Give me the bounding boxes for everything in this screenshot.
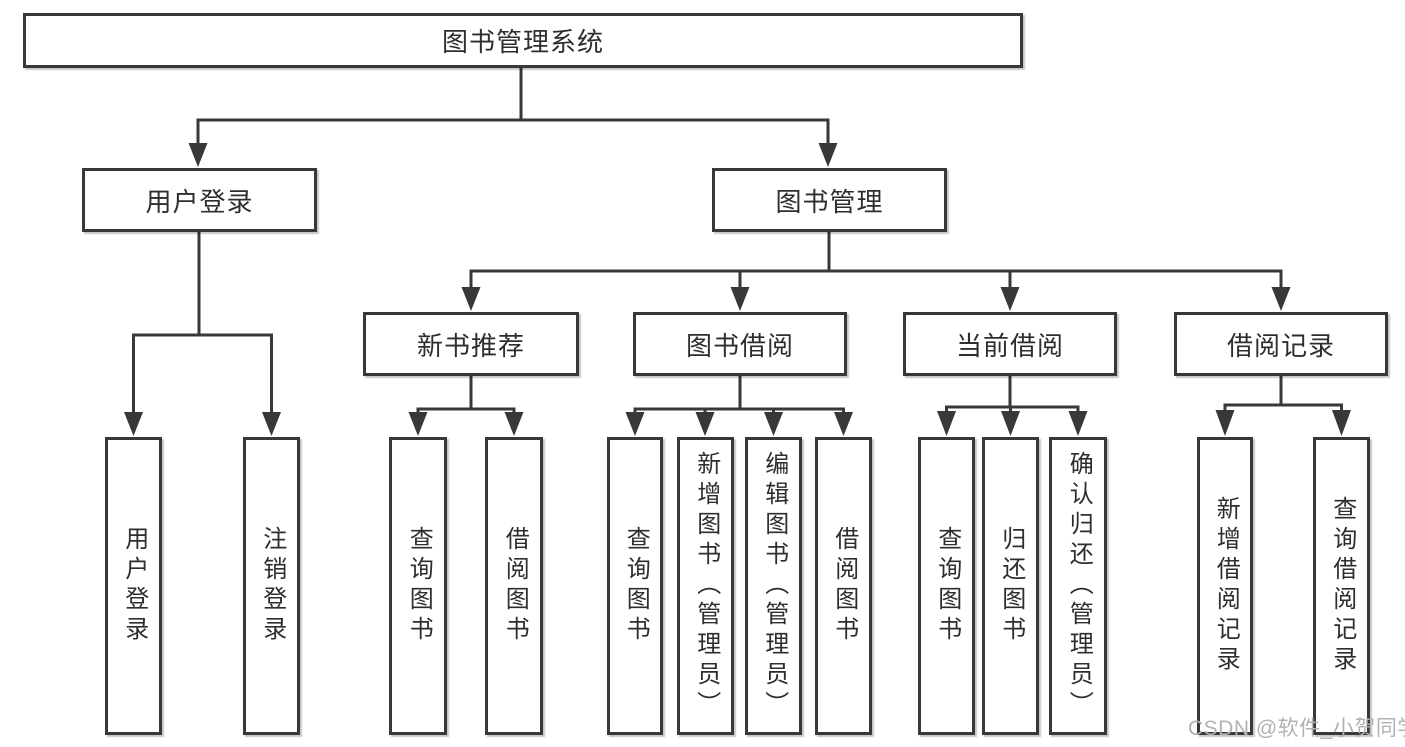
connector-current-borrowing-to-leaves [937, 374, 1088, 436]
connector-root-to-level1 [188, 66, 838, 167]
leaf-edit-books-admin: 编辑图书（管理员） [745, 437, 802, 735]
node-book-management: 图书管理 [712, 168, 947, 232]
leaf-user-login-label: 用户登录 [120, 526, 148, 646]
connector-new-book-to-leaves [408, 373, 524, 436]
leaf-add-books-admin-label: 新增图书（管理员） [692, 451, 720, 721]
leaf-query-books-borrowing-label: 查询图书 [622, 526, 650, 646]
csdn-watermark: CSDN @软件_小贺同学 [1188, 717, 1405, 740]
leaf-confirm-return-admin: 确认归还（管理员） [1049, 437, 1107, 735]
connector-user-login-to-leaves [124, 230, 281, 436]
leaf-confirm-return-admin-label: 确认归还（管理员） [1065, 451, 1093, 721]
leaf-add-borrow-record: 新增借阅记录 [1197, 437, 1253, 735]
leaf-borrow-books-recommend: 借阅图书 [485, 437, 543, 735]
leaf-user-login: 用户登录 [105, 437, 162, 735]
leaf-borrow-books-borrowing-label: 借阅图书 [830, 526, 858, 646]
leaf-query-books-current-label: 查询图书 [933, 526, 961, 646]
leaf-query-borrow-record: 查询借阅记录 [1313, 437, 1370, 735]
node-current-borrowing: 当前借阅 [903, 312, 1117, 376]
node-borrowing-records: 借阅记录 [1174, 312, 1388, 376]
leaf-edit-books-admin-label: 编辑图书（管理员） [760, 451, 788, 721]
leaf-query-books-recommend-label: 查询图书 [405, 526, 433, 646]
node-user-login: 用户登录 [82, 168, 317, 232]
node-book-borrowing: 图书借阅 [633, 312, 847, 376]
leaf-query-books-recommend: 查询图书 [389, 437, 447, 735]
leaf-borrow-books-recommend-label: 借阅图书 [501, 526, 529, 646]
node-root-library-management-system: 图书管理系统 [23, 13, 1023, 68]
leaf-logout: 注销登录 [243, 437, 300, 735]
leaf-query-books-current: 查询图书 [918, 437, 975, 735]
leaf-query-borrow-record-label: 查询借阅记录 [1328, 496, 1356, 676]
node-new-book-recommendation: 新书推荐 [363, 312, 579, 376]
leaf-add-books-admin: 新增图书（管理员） [677, 437, 734, 735]
connector-book-management-to-level2 [461, 230, 1291, 311]
connector-book-borrowing-to-leaves [625, 373, 853, 436]
leaf-borrow-books-borrowing: 借阅图书 [815, 437, 872, 735]
leaf-logout-label: 注销登录 [258, 526, 286, 646]
leaf-add-borrow-record-label: 新增借阅记录 [1212, 496, 1240, 676]
leaf-return-books-label: 归还图书 [997, 526, 1025, 646]
leaf-query-books-borrowing: 查询图书 [607, 437, 663, 735]
connector-borrowing-records-to-leaves [1215, 373, 1351, 436]
leaf-return-books: 归还图书 [982, 437, 1039, 735]
